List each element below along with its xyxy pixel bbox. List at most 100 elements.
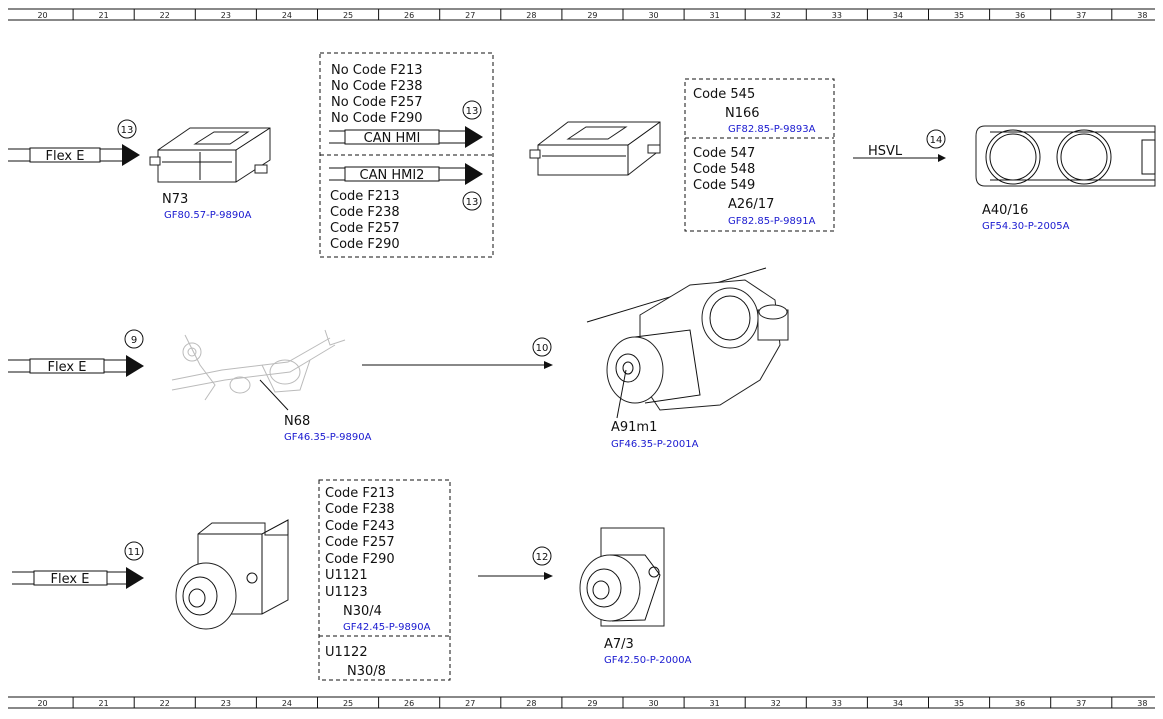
a40-label: A40/16: [982, 203, 1028, 218]
a7-label: A7/3: [604, 637, 634, 652]
row3-input-connector: Flex E 11: [12, 541, 144, 589]
ruler-label: 28: [526, 699, 536, 708]
code-line: U1123: [325, 585, 368, 600]
marker-label: 13: [466, 197, 479, 208]
n68-label: N68: [284, 414, 310, 429]
arrow-head-icon: [544, 572, 553, 580]
ruler-label: 24: [282, 11, 292, 20]
ruler-label: 37: [1076, 699, 1086, 708]
arrow-head-icon: [465, 163, 483, 185]
marker-circle-icon: [462, 191, 482, 211]
ruler-label: 31: [710, 699, 720, 708]
ruler-label: 34: [893, 699, 903, 708]
can-hmi-connector: CAN HMI: [329, 126, 483, 148]
ruler-label: 36: [1015, 11, 1025, 20]
a91-ref-link[interactable]: GF46.35-P-2001A: [611, 439, 699, 450]
code-line: Code F213: [325, 486, 395, 501]
code-line: Code F257: [330, 221, 400, 236]
can-hmi2-label: CAN HMI2: [360, 168, 425, 183]
can-hmi-label: CAN HMI: [364, 131, 421, 146]
ruler-label: 38: [1137, 11, 1147, 20]
n30-4-label: N30/4: [343, 604, 382, 619]
a40-ref-link[interactable]: GF54.30-P-2005A: [982, 221, 1070, 232]
ruler-label: 25: [343, 699, 353, 708]
ruler-label: 33: [832, 699, 842, 708]
code-line: No Code F213: [331, 63, 423, 78]
can-hmi2-connector: CAN HMI2: [329, 163, 483, 185]
ruler-label: 28: [526, 11, 536, 20]
marker-label: 9: [131, 335, 137, 346]
ruler-label: 26: [404, 11, 414, 20]
a91-label: A91m1: [611, 420, 657, 435]
marker-label: 12: [536, 552, 549, 563]
a7-ref-link[interactable]: GF42.50-P-2000A: [604, 655, 692, 666]
ruler-label: 37: [1076, 11, 1086, 20]
module-icon: [529, 121, 661, 176]
arrow-head-icon: [122, 144, 140, 166]
code-line: Code F243: [325, 519, 395, 534]
marker-circle-icon: [532, 546, 552, 566]
ruler-label: 23: [221, 699, 231, 708]
flex-e-label: Flex E: [46, 149, 85, 164]
marker-label: 10: [536, 343, 549, 354]
n73-label: N73: [162, 192, 188, 207]
n30-4-ref-link[interactable]: GF42.45-P-9890A: [343, 622, 431, 633]
marker-label: 13: [466, 106, 479, 117]
row2-input-connector: Flex E 9: [8, 329, 144, 377]
arrow-head-icon: [126, 567, 144, 589]
hydraulic-unit-icon: [579, 527, 665, 627]
ruler-label: 24: [282, 699, 292, 708]
ruler-label: 34: [893, 11, 903, 20]
ruler-label: 21: [99, 11, 109, 20]
ruler-label: 32: [771, 11, 781, 20]
instrument-cluster-icon: [975, 125, 1156, 187]
ruler-label: 31: [710, 11, 720, 20]
ruler-label: 20: [37, 699, 47, 708]
code-line: Code 547: [693, 146, 755, 161]
n73-module-icon: [149, 127, 271, 183]
marker-circle-icon: [926, 129, 946, 149]
ruler-label: 25: [343, 11, 353, 20]
ruler-label: 35: [954, 699, 964, 708]
steering-rack-icon: [171, 329, 346, 401]
ruler-label: 22: [160, 11, 170, 20]
arrow-head-icon: [126, 355, 144, 377]
arrow-head-icon: [465, 126, 483, 148]
row1-input-connector: Flex E 13: [8, 119, 140, 166]
ruler-label: 20: [37, 11, 47, 20]
ruler-label: 32: [771, 699, 781, 708]
flex-e-label: Flex E: [48, 360, 87, 375]
marker-circle-icon: [124, 541, 144, 561]
marker-label: 13: [121, 125, 134, 136]
n73-ref-link[interactable]: GF80.57-P-9890A: [164, 210, 252, 221]
ruler-label: 33: [832, 11, 842, 20]
ruler-label: 35: [954, 11, 964, 20]
steering-motor-icon: [586, 267, 789, 411]
flex-e-label: Flex E: [51, 572, 90, 587]
code-line: U1122: [325, 645, 368, 660]
arrow-head-icon: [938, 154, 946, 162]
marker-circle-icon: [462, 100, 482, 120]
marker-circle-icon: [117, 119, 137, 139]
n68-ref-link[interactable]: GF46.35-P-9890A: [284, 432, 372, 443]
leader-line: [616, 369, 627, 419]
ruler-label: 29: [587, 11, 597, 20]
ruler-label: 23: [221, 11, 231, 20]
ruler-label: 26: [404, 699, 414, 708]
a26-label: A26/17: [728, 197, 774, 212]
code-line: No Code F290: [331, 111, 423, 126]
n166-label: N166: [725, 106, 760, 121]
a26-ref-link[interactable]: GF82.85-P-9891A: [728, 216, 816, 227]
code-line: Code F290: [330, 237, 400, 252]
n166-ref-link[interactable]: GF82.85-P-9893A: [728, 124, 816, 135]
ruler-label: 36: [1015, 699, 1025, 708]
marker-label: 14: [930, 135, 943, 146]
esp-codes-box: [318, 479, 451, 681]
ruler-label: 21: [99, 699, 109, 708]
ruler-label: 30: [648, 699, 658, 708]
arrow-head-icon: [544, 361, 553, 369]
code-line: No Code F257: [331, 95, 423, 110]
ruler-label: 22: [160, 699, 170, 708]
